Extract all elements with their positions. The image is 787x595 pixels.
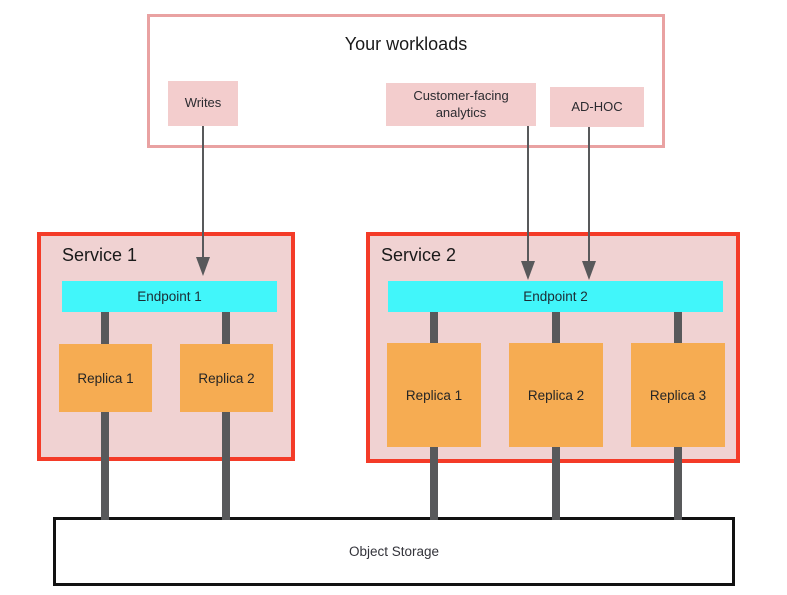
service-2-label: Service 2 [381, 245, 457, 265]
service-2-replica-3: Replica 3 [631, 343, 725, 447]
service-1-replica-2: Replica 2 [180, 344, 273, 412]
workload-label: Customer-facing analytics [413, 87, 509, 120]
workload-node-customer-facing-analytics: Customer-facing analytics [386, 83, 536, 126]
endpoint-2-bar: Endpoint 2 [388, 281, 723, 312]
replica-label: Replica 2 [198, 370, 255, 386]
object-storage-box: Object Storage [53, 517, 735, 586]
service-2-replica-2: Replica 2 [509, 343, 603, 447]
service-1-label: Service 1 [62, 245, 138, 265]
connector-s1-replica2 [222, 312, 230, 520]
endpoint-label: Endpoint 2 [523, 289, 588, 304]
replica-label: Replica 3 [649, 387, 707, 403]
replica-label: Replica 2 [527, 387, 585, 403]
replica-label: Replica 1 [77, 370, 134, 386]
endpoint-label: Endpoint 1 [137, 289, 202, 304]
replica-label: Replica 1 [405, 387, 463, 403]
workload-node-writes: Writes [168, 81, 238, 126]
connector-s1-replica1 [101, 312, 109, 520]
endpoint-1-bar: Endpoint 1 [62, 281, 277, 312]
workloads-title: Your workloads [344, 34, 468, 54]
service-1-replica-1: Replica 1 [59, 344, 152, 412]
service-2-replica-1: Replica 1 [387, 343, 481, 447]
workload-node-ad-hoc: AD-HOC [550, 87, 644, 127]
workload-label: Writes [184, 95, 222, 111]
workload-label: AD-HOC [571, 98, 623, 114]
object-storage-label: Object Storage [348, 544, 440, 559]
